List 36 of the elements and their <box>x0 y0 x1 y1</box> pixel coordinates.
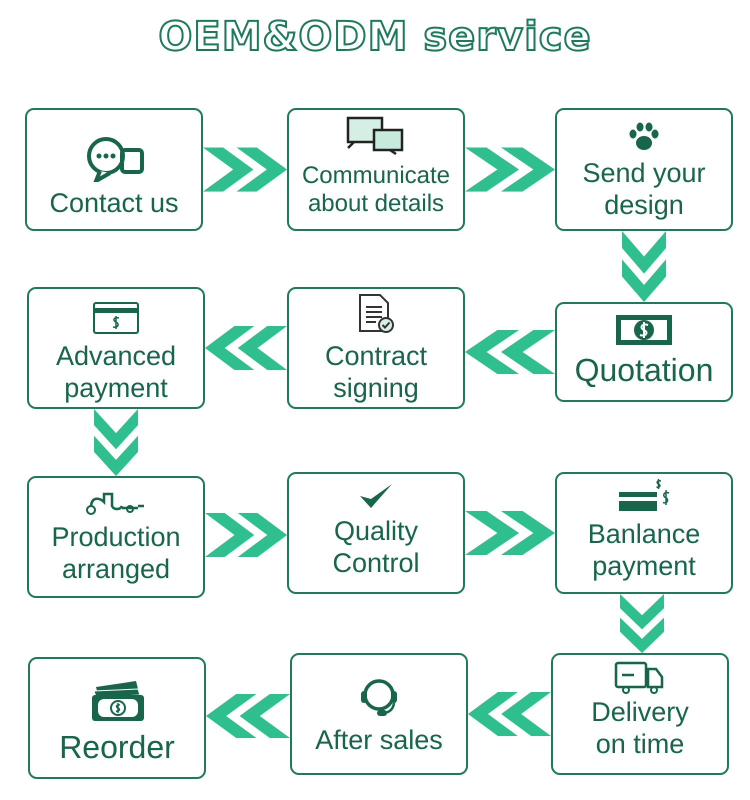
step-label: Production arranged <box>50 522 182 586</box>
step-box <box>287 108 465 231</box>
step-label: After sales <box>314 725 444 757</box>
step-box <box>27 476 205 598</box>
step-label: Contract signing <box>324 341 428 405</box>
step-box <box>555 472 733 594</box>
step-box <box>287 287 465 409</box>
step-box <box>290 653 468 775</box>
step-box <box>551 653 729 775</box>
chevron-arrow <box>465 511 555 555</box>
chevron-arrow <box>465 330 555 374</box>
chevron-arrow <box>205 326 287 370</box>
step-label: Banlance payment <box>586 519 702 583</box>
step-label: Quotation <box>574 352 714 390</box>
step-box <box>555 302 733 402</box>
chevron-arrow <box>620 594 664 653</box>
title: OEM&ODM service <box>158 14 592 60</box>
chevron-arrow <box>203 148 287 192</box>
chevron-arrow <box>622 231 666 302</box>
chevron-arrow <box>465 148 555 192</box>
step-box <box>287 472 465 594</box>
step-box <box>25 108 203 231</box>
step-label: Contact us <box>48 188 180 220</box>
step-box <box>555 108 733 231</box>
chevron-arrow <box>468 692 551 736</box>
step-label: Advanced payment <box>54 341 178 405</box>
step-label: Quality Control <box>331 516 421 580</box>
chevron-arrow <box>94 409 138 476</box>
step-box <box>28 657 206 779</box>
step-label: Reorder <box>58 729 176 767</box>
step-box <box>27 287 205 409</box>
chevron-arrow <box>205 513 287 557</box>
step-label: Send your design <box>581 158 707 222</box>
step-label: Delivery on time <box>590 697 690 761</box>
chevron-arrow <box>206 694 290 738</box>
step-label: Communicate about details <box>300 162 452 219</box>
